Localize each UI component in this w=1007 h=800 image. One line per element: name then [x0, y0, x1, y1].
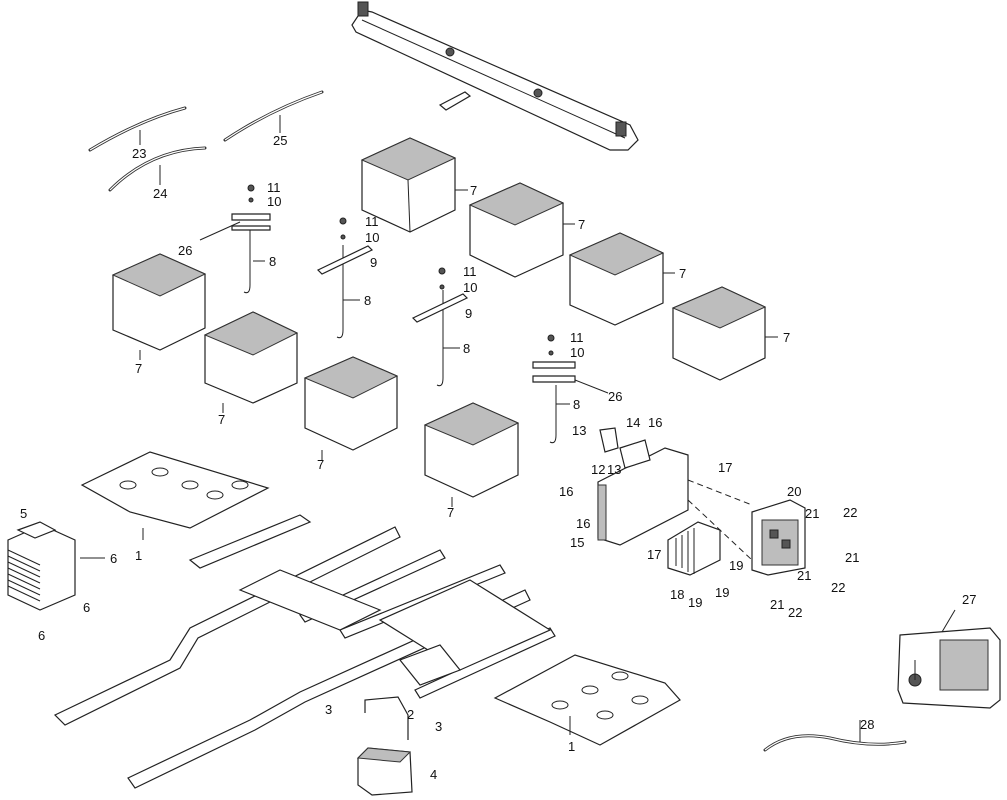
cable-25 [223, 90, 324, 142]
label-21-b: 21 [845, 550, 859, 565]
label-12: 12 [591, 462, 605, 477]
label-1-lower: 1 [568, 739, 575, 754]
label-23: 23 [132, 146, 146, 161]
cable-28 [763, 734, 907, 752]
small-battery-4 [356, 747, 413, 796]
battery-tray-upper [80, 451, 270, 529]
cable-23 [88, 106, 187, 152]
label-11-a: 11 [267, 180, 281, 195]
dashed-guides [687, 479, 753, 561]
cable-24 [108, 146, 207, 192]
label-25: 25 [273, 133, 287, 148]
label-10-b: 10 [365, 230, 379, 245]
label-8-c: 8 [463, 341, 470, 356]
label-17-right: 17 [718, 460, 732, 475]
part-labels: 1 1 2 3 3 4 5 6 6 6 7 7 7 7 7 7 7 7 8 8 … [20, 133, 976, 782]
controller-box-20 [751, 499, 806, 576]
battery-1 [360, 137, 457, 233]
battery-2 [468, 182, 565, 278]
label-3-left: 3 [325, 702, 332, 717]
label-21-c: 21 [797, 568, 811, 583]
label-10-c: 10 [463, 280, 477, 295]
label-21-d: 21 [770, 597, 784, 612]
label-11-c: 11 [463, 264, 477, 279]
chassis-frame [53, 514, 556, 789]
controller-27 [897, 627, 1001, 709]
label-11-d: 11 [570, 330, 584, 345]
top-crossbar [351, 1, 639, 151]
label-19-a: 19 [688, 595, 702, 610]
label-8-a: 8 [269, 254, 276, 269]
label-17-bottom: 17 [647, 547, 661, 562]
battery-tray-lower [493, 654, 681, 746]
label-28: 28 [860, 717, 874, 732]
label-10-a: 10 [267, 194, 281, 209]
label-27: 27 [962, 592, 976, 607]
charger-5 [7, 521, 76, 611]
leader-lines [80, 115, 956, 742]
label-2: 2 [407, 707, 414, 722]
label-3-right: 3 [435, 719, 442, 734]
label-6-mid: 6 [83, 600, 90, 615]
battery-6 [203, 311, 299, 404]
label-22-b: 22 [831, 580, 845, 595]
battery-4 [671, 286, 767, 381]
hold-down-rods [231, 184, 576, 444]
label-21-a: 21 [805, 506, 819, 521]
label-4: 4 [430, 767, 437, 782]
label-7-a: 7 [470, 183, 477, 198]
label-20: 20 [787, 484, 801, 499]
label-6-right: 6 [110, 551, 117, 566]
label-22-c: 22 [788, 605, 802, 620]
controller-plate-15 [597, 427, 689, 546]
label-18: 18 [670, 587, 684, 602]
battery-8 [423, 402, 520, 498]
label-1-upper: 1 [135, 548, 142, 563]
label-26-left: 26 [178, 243, 192, 258]
label-7-b: 7 [578, 217, 585, 232]
label-22-a: 22 [843, 505, 857, 520]
label-26-right: 26 [608, 389, 622, 404]
label-19-b: 19 [715, 585, 729, 600]
battery-5 [111, 253, 207, 351]
battery-7 [303, 356, 399, 451]
label-6-bottom: 6 [38, 628, 45, 643]
label-9-b: 9 [465, 306, 472, 321]
label-10-d: 10 [570, 345, 584, 360]
label-7-f: 7 [218, 412, 225, 427]
label-13-bottom: 13 [607, 462, 621, 477]
label-7-h: 7 [447, 505, 454, 520]
label-14: 14 [626, 415, 640, 430]
label-7-c: 7 [679, 266, 686, 281]
heatsink-18 [667, 521, 721, 576]
label-16-left: 16 [559, 484, 573, 499]
label-16-lower: 16 [576, 516, 590, 531]
label-7-g: 7 [317, 457, 324, 472]
label-7-e: 7 [135, 361, 142, 376]
label-8-b: 8 [364, 293, 371, 308]
label-7-d: 7 [783, 330, 790, 345]
label-15: 15 [570, 535, 584, 550]
label-19-c: 19 [729, 558, 743, 573]
label-24: 24 [153, 186, 167, 201]
battery-3 [568, 232, 665, 326]
label-11-b: 11 [365, 214, 379, 229]
label-16-top: 16 [648, 415, 662, 430]
label-8-d: 8 [573, 397, 580, 412]
label-9-a: 9 [370, 255, 377, 270]
label-13-top: 13 [572, 423, 586, 438]
bracket-2 [364, 696, 409, 740]
label-5: 5 [20, 506, 27, 521]
